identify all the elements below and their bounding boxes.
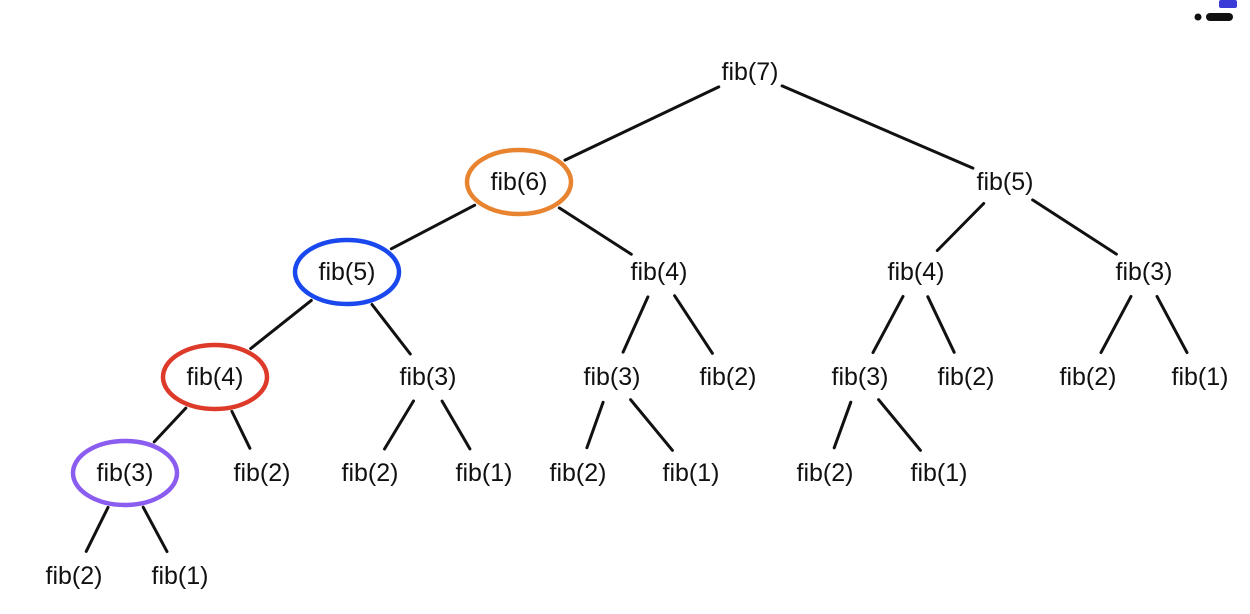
tree-edge-n5-n10 <box>621 295 650 354</box>
logo-bar <box>1206 13 1233 21</box>
tree-node-n19: fib(1) <box>456 459 513 487</box>
tree-edge-n10-n20 <box>585 400 605 450</box>
tree-node-n21: fib(1) <box>663 459 720 487</box>
highlight-ring-n2 <box>464 147 574 217</box>
tree-edge-n1-n3 <box>780 84 975 170</box>
tree-node-n5: fib(4) <box>631 258 688 286</box>
tree-edge-n4-n9 <box>370 303 412 356</box>
tree-node-n3: fib(5) <box>977 168 1034 196</box>
tree-node-n11: fib(2) <box>700 363 757 391</box>
brand-logo-icon <box>1194 0 1237 21</box>
tree-node-labels: fib(7) fib(6) fib(5) fib(5) fib(4) fib(4) fib(… <box>46 58 1229 590</box>
tree-node-n18: fib(2) <box>342 459 399 487</box>
tree-node-n16: fib(3) <box>97 459 154 487</box>
tree-edge-n5-n11 <box>673 294 714 355</box>
highlight-ring-n16 <box>70 438 180 508</box>
tree-node-n14: fib(2) <box>1060 363 1117 391</box>
tree-edge-n2-n4 <box>389 203 477 251</box>
tree-edge-n9-n19 <box>440 399 472 451</box>
tree-node-n6: fib(4) <box>888 258 945 286</box>
tree-edge-n16-n24 <box>84 505 110 553</box>
tree-node-n20: fib(2) <box>550 459 607 487</box>
tree-edges <box>84 84 1189 554</box>
tree-node-n15: fib(1) <box>1172 363 1229 391</box>
tree-edge-n8-n17 <box>230 409 252 450</box>
tree-node-n7: fib(3) <box>1116 258 1173 286</box>
tree-edge-n2-n5 <box>557 206 633 256</box>
tree-edge-n16-n25 <box>141 505 169 554</box>
tree-edge-n4-n8 <box>249 298 313 351</box>
highlight-ring-n4 <box>292 237 402 307</box>
tree-edge-n3-n7 <box>1031 198 1118 256</box>
tree-edge-n3-n6 <box>935 202 986 252</box>
tree-node-n23: fib(1) <box>911 459 968 487</box>
tree-node-n4: fib(5) <box>319 258 376 286</box>
tree-node-n12: fib(3) <box>832 363 889 391</box>
tree-node-n10: fib(3) <box>584 363 641 391</box>
tree-edge-n7-n14 <box>1099 294 1133 355</box>
tree-edge-n10-n21 <box>629 398 674 452</box>
highlight-rings <box>70 147 574 508</box>
tree-node-n8: fib(4) <box>187 363 244 391</box>
tree-edge-n7-n15 <box>1155 294 1189 355</box>
tree-edge-n6-n12 <box>871 294 905 355</box>
tree-edge-n12-n22 <box>832 400 853 450</box>
tree-node-n25: fib(1) <box>152 562 209 590</box>
tree-edge-n12-n23 <box>877 398 922 452</box>
tree-edge-n9-n18 <box>383 399 415 451</box>
tree-edge-n8-n16 <box>152 406 188 444</box>
tree-edge-n6-n13 <box>926 295 956 354</box>
tree-node-n9: fib(3) <box>400 363 457 391</box>
logo-dot <box>1194 13 1202 21</box>
tree-node-n1: fib(7) <box>722 58 779 86</box>
tree-node-n22: fib(2) <box>797 459 854 487</box>
tree-node-n24: fib(2) <box>46 562 103 590</box>
tree-node-n13: fib(2) <box>938 363 995 391</box>
tree-node-n17: fib(2) <box>234 459 291 487</box>
tree-node-n2: fib(6) <box>491 168 548 196</box>
logo-mark <box>1219 0 1237 8</box>
tree-edge-n1-n2 <box>563 85 721 162</box>
highlight-ring-n8 <box>160 342 270 412</box>
